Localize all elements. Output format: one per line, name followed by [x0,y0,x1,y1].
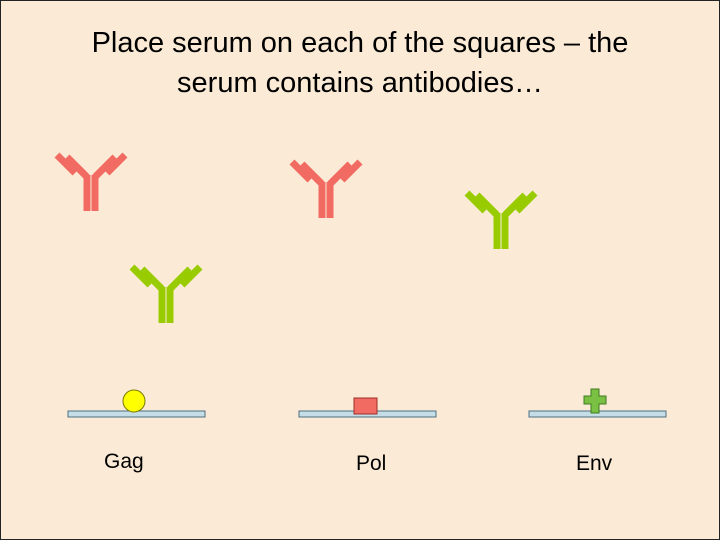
strip-gag [68,390,205,417]
pol-label: Pol [356,452,386,476]
gag-label: Gag [104,450,144,474]
antibody-red-2 [292,162,360,218]
strip-pol [299,398,436,417]
antibody-red-1 [57,155,125,211]
antibody-green-2 [132,267,200,323]
pol-antigen-square [354,398,377,414]
strip-env [529,389,666,417]
antibody-layer [57,155,535,323]
strip-layer [68,389,666,417]
env-antigen-cross [584,389,606,413]
antibody-green-1 [467,193,535,249]
env-label: Env [576,452,612,476]
gag-antigen-circle [123,390,145,412]
